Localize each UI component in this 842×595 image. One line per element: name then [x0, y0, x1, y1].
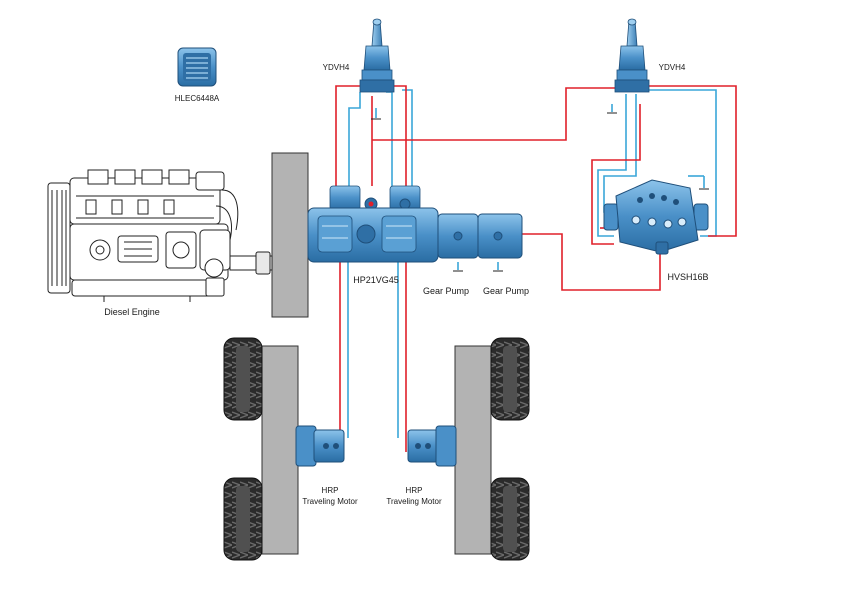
motor-right-label-2: Traveling Motor: [386, 497, 442, 506]
drive-shaft: [229, 251, 273, 275]
engine-label: Diesel Engine: [104, 307, 160, 317]
tire-rear-right: [490, 477, 530, 561]
frame-right: [454, 345, 492, 555]
pressure-lines: [335, 85, 737, 452]
gear-pump-2-label: Gear Pump: [483, 286, 529, 296]
gear-pump-2: [477, 213, 523, 259]
tire-front-left: [223, 337, 263, 421]
diesel-engine-drawing: [47, 169, 239, 302]
valve-label: HVSH16B: [667, 272, 708, 282]
controller-label: HLEC6448A: [175, 94, 220, 103]
controller-hlec6448a: [177, 47, 217, 87]
valve-hvsh16b: [603, 179, 709, 255]
pump-hp21vg45: [307, 185, 439, 263]
joystick-right: [614, 18, 650, 93]
flywheel-plate: [271, 152, 309, 318]
pump-label: HP21VG45: [353, 275, 399, 285]
frame-left: [261, 345, 299, 555]
motor-left-label-2: Traveling Motor: [302, 497, 358, 506]
traveling-motor-right: [407, 425, 457, 467]
joystick-left-label: YDVH4: [323, 63, 350, 72]
joystick-right-label: YDVH4: [659, 63, 686, 72]
motor-left-label-1: HRP: [322, 486, 339, 495]
motor-right-label-1: HRP: [406, 486, 423, 495]
tire-front-right: [490, 337, 530, 421]
traveling-motor-left: [295, 425, 345, 467]
drain-symbols: [371, 112, 709, 272]
gear-pump-1-label: Gear Pump: [423, 286, 469, 296]
gear-pump-1: [437, 213, 479, 259]
joystick-left: [359, 18, 395, 93]
tire-rear-left: [223, 477, 263, 561]
